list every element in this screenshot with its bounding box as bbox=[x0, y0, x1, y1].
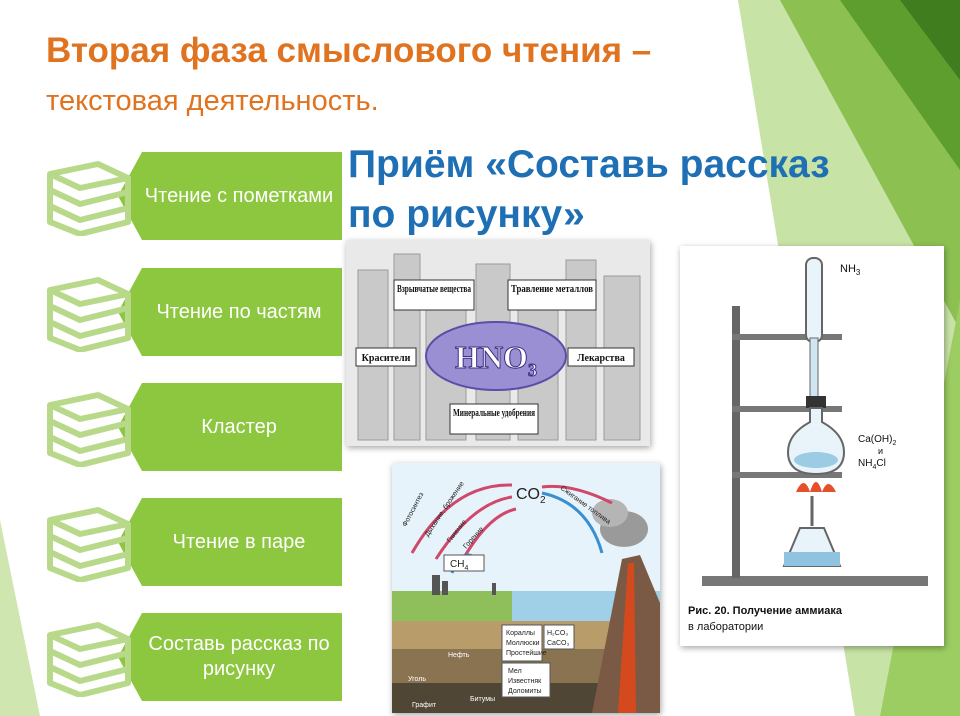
layer-label-bitumen: Битумы bbox=[470, 696, 495, 703]
ch4-sub: 4 bbox=[464, 565, 468, 572]
svg-text:NH4Cl: NH4Cl bbox=[858, 458, 886, 471]
carbon-cycle-figure: CO2 CH4 Фотосинтез Дыхание, брожение Гни… bbox=[392, 463, 660, 713]
svg-text:CO2: CO2 bbox=[516, 486, 546, 506]
books-icon bbox=[47, 392, 131, 467]
ammonia-gas-sub: 3 bbox=[856, 268, 861, 277]
list-item-reading-by-parts: Чтение по частям bbox=[40, 268, 342, 356]
layer-label-limestone: Известняк bbox=[508, 678, 542, 685]
hno3-label-fertilizers: Минеральные удобрения bbox=[453, 408, 535, 419]
svg-text:CH4: CH4 bbox=[450, 559, 468, 572]
books-icon bbox=[47, 277, 131, 352]
list-item-label: Составь рассказ по рисунку bbox=[148, 633, 330, 680]
list-item-box bbox=[118, 613, 342, 701]
reagent-2-tail: Cl bbox=[876, 458, 885, 469]
svg-text:NH3: NH3 bbox=[840, 263, 861, 277]
list-item-picture-story: Составь рассказ по рисунку bbox=[40, 613, 342, 701]
technique-heading: Приём «Составь рассказ по рисунку» bbox=[348, 143, 830, 236]
list-item-label: Чтение в паре bbox=[172, 530, 306, 553]
formula-calcium-carbonate: CaCO₃ bbox=[547, 640, 569, 647]
reagent-1: Ca(OH) bbox=[858, 434, 892, 445]
ammonia-gas-label: NH bbox=[840, 263, 856, 275]
svg-text:HNO3: HNO3 bbox=[455, 339, 537, 380]
hno3-label-explosives: Взрывчатые вещества bbox=[397, 284, 471, 295]
books-icon bbox=[47, 622, 131, 697]
books-icon bbox=[47, 161, 131, 236]
ch4-label: CH bbox=[450, 559, 464, 570]
co2-sub: 2 bbox=[540, 495, 546, 506]
layer-label-chalk: Мел bbox=[508, 668, 522, 675]
list-item-cluster: Кластер bbox=[40, 383, 342, 471]
list-item-box bbox=[118, 268, 342, 356]
reagent-join: и bbox=[878, 446, 883, 456]
svg-text:Ca(OH)2: Ca(OH)2 bbox=[858, 434, 896, 447]
ammonia-caption-line-2: в лаборатории bbox=[688, 621, 763, 633]
list-item-label: Чтение по частям bbox=[156, 300, 322, 323]
hno3-uses-figure: HNO3 Взрывчатые вещества Травление метал… bbox=[346, 240, 650, 446]
layer-label-corals: Кораллы bbox=[506, 630, 535, 637]
co2-label: CO bbox=[516, 486, 540, 503]
reagent-1-sub: 2 bbox=[892, 440, 896, 447]
hno3-subscript: 3 bbox=[528, 360, 537, 380]
layer-label-protozoa: Простейшие bbox=[506, 649, 547, 657]
list-item-pair-reading: Чтение в паре bbox=[40, 498, 342, 586]
layer-label-dolomites: Доломиты bbox=[508, 688, 542, 695]
hno3-label-etching: Травление металлов bbox=[511, 284, 594, 295]
list-item-label: Кластер bbox=[201, 415, 277, 438]
slide-subtitle: текстовая деятельность. bbox=[46, 85, 379, 117]
layer-label-mollusks: Моллюски bbox=[506, 640, 540, 647]
reagent-2: NH bbox=[858, 458, 872, 469]
slide-title: Вторая фаза смыслового чтения – bbox=[46, 31, 652, 70]
ammonia-caption-line-1: Рис. 20. Получение аммиака bbox=[688, 605, 843, 617]
hno3-label-dyes: Красители bbox=[362, 353, 411, 364]
books-icon bbox=[47, 507, 131, 582]
reagent-2-sub: 4 bbox=[872, 464, 876, 471]
layer-label-oil: Нефть bbox=[448, 652, 470, 659]
list-item-box bbox=[118, 498, 342, 586]
formula-carbonic-acid: H₂CO₃ bbox=[547, 630, 568, 637]
layer-label-graphite: Графит bbox=[412, 702, 437, 709]
ammonia-lab-figure: NH3 Ca(OH)2 и NH4Cl Рис. 20. Получение а… bbox=[680, 246, 944, 646]
list-item-box bbox=[118, 383, 342, 471]
list-item-reading-with-notes: Чтение с пометками bbox=[40, 152, 342, 240]
layer-label-coal: Уголь bbox=[408, 676, 426, 683]
hno3-label-medicines: Лекарства bbox=[577, 353, 625, 364]
list-item-box bbox=[118, 152, 342, 240]
hno3-formula: HNO bbox=[455, 339, 528, 375]
list-item-label: Чтение с пометками bbox=[144, 184, 334, 207]
